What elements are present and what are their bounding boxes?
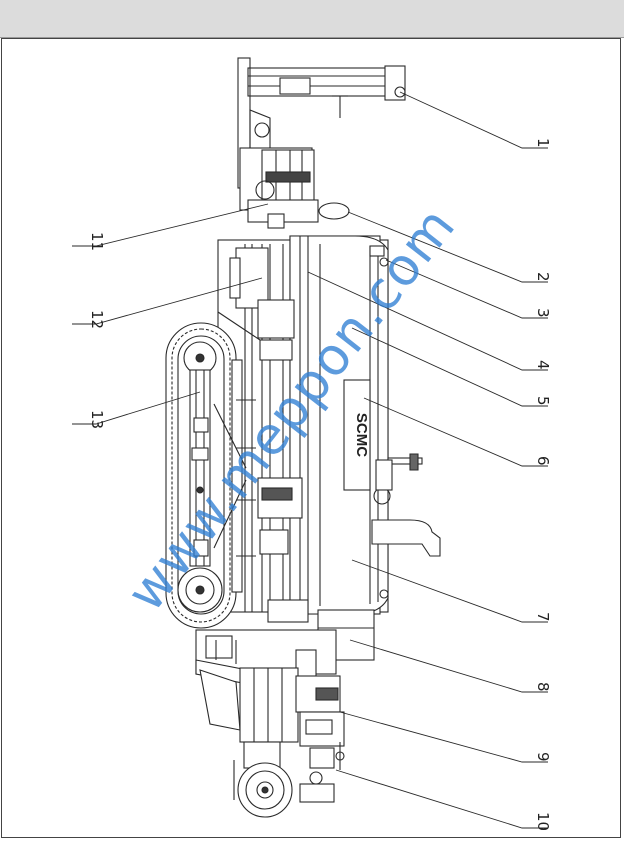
callout-11: 11 bbox=[88, 232, 106, 251]
machine-linework bbox=[165, 57, 441, 818]
callout-10: 10 bbox=[534, 812, 552, 831]
callout-6: 6 bbox=[534, 456, 552, 466]
callout-9: 9 bbox=[534, 752, 552, 762]
callout-5: 5 bbox=[534, 396, 552, 406]
machine-logo: SCMC bbox=[353, 413, 370, 457]
callout-numbers: 1 2 3 4 5 6 7 8 9 10 11 12 13 bbox=[88, 138, 552, 831]
top-header-bar bbox=[0, 0, 624, 38]
callout-12: 12 bbox=[88, 310, 106, 329]
callout-13: 13 bbox=[88, 410, 106, 429]
callout-2: 2 bbox=[534, 272, 552, 282]
callout-7: 7 bbox=[534, 612, 552, 622]
callout-1: 1 bbox=[534, 138, 552, 148]
drawing-frame bbox=[1, 38, 621, 838]
callout-4: 4 bbox=[534, 360, 552, 370]
callout-8: 8 bbox=[534, 682, 552, 692]
callout-3: 3 bbox=[534, 308, 552, 318]
leader-lines bbox=[72, 91, 548, 829]
